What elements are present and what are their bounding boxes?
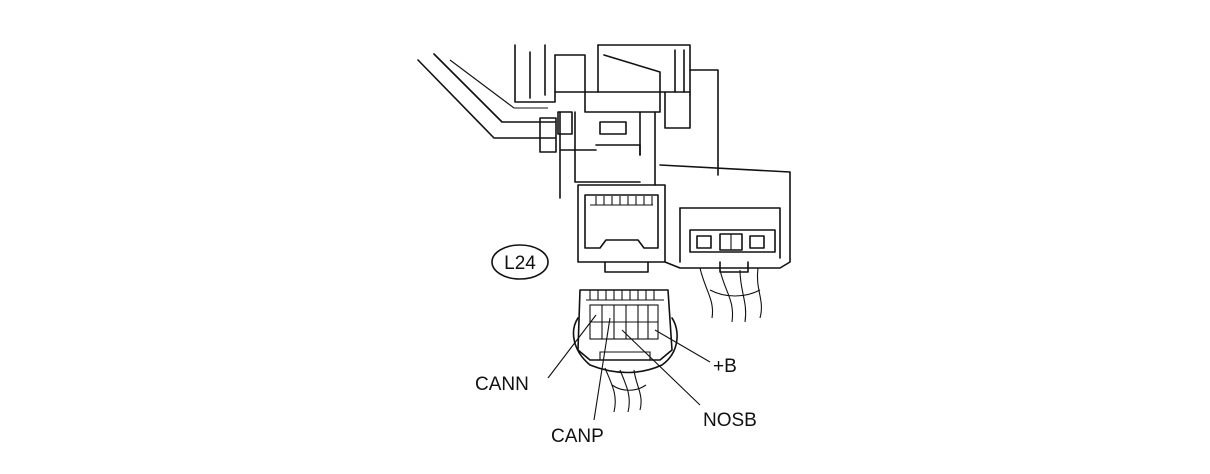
harness-connector (572, 289, 678, 374)
pin-leaders (547, 314, 711, 421)
leader-nosb (621, 329, 701, 406)
pin-label-b-plus: +B (713, 356, 737, 377)
leader-canp (593, 317, 611, 421)
pin-label-canp: CANP (551, 426, 604, 447)
pin-label-cann: CANN (475, 374, 529, 395)
connector-id-label: L24 (504, 253, 536, 274)
leader-cann (547, 314, 597, 379)
leader-b-plus (654, 329, 711, 363)
connector-id-badge: L24 (491, 244, 549, 280)
harness-wires (604, 367, 647, 413)
pin-label-nosb: NOSB (703, 410, 757, 431)
ecu-housing (417, 44, 719, 199)
upper-receptacle-large (577, 184, 666, 273)
upper-receptacle-small (659, 164, 791, 323)
